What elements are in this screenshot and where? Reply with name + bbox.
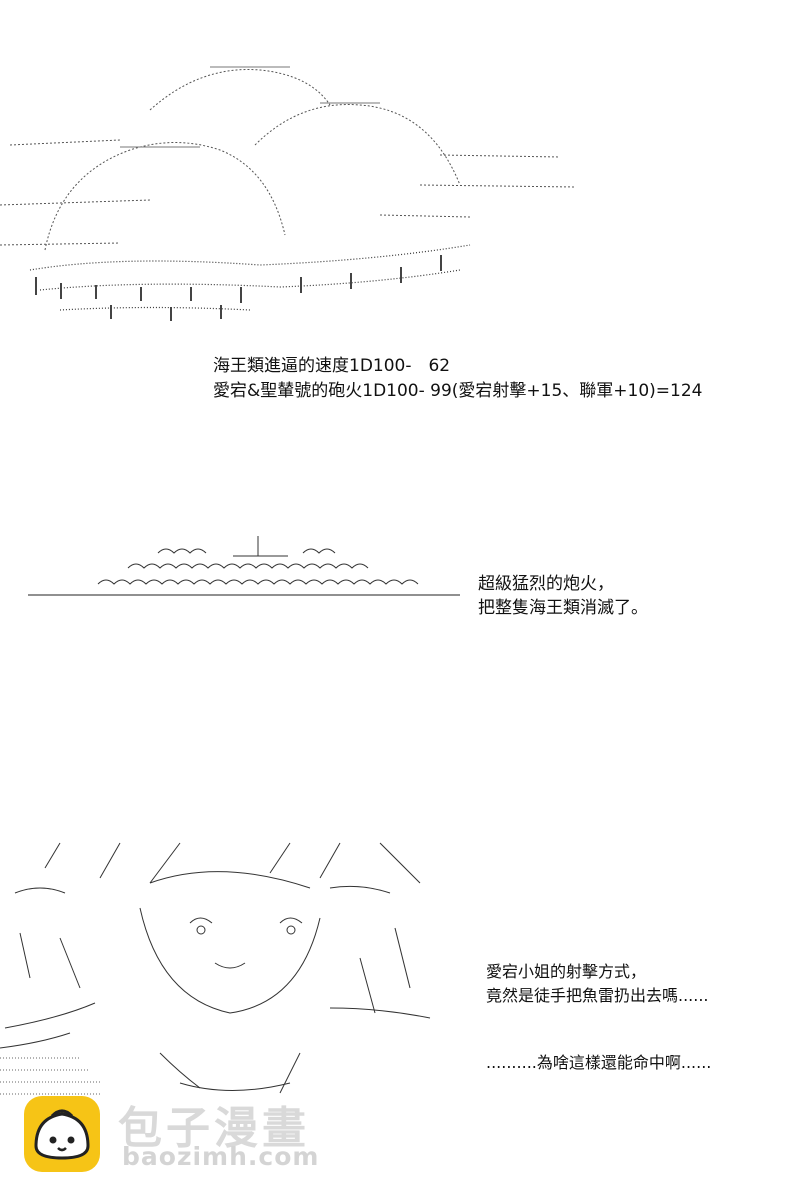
watermark-url: baozimh.com [122, 1142, 320, 1171]
narration-line: 把整隻海王類消滅了。 [478, 598, 648, 618]
narration-annihilation: 超級猛烈的炮火， 把整隻海王類消滅了。 [478, 572, 648, 620]
narration-line: 竟然是徒手把魚雷扔出去嗎...... [486, 986, 709, 1005]
watermark-site-name: 包子漫畫 [118, 1103, 310, 1154]
narration-line: ..........為啥這樣還能命中啊...... [486, 1053, 712, 1072]
approach-speed-roll: 海王類進逼的速度1D100- 62 [213, 356, 451, 376]
narration-line: 超級猛烈的炮火， [478, 574, 614, 594]
firepower-roll: 愛宕&聖輦號的砲火1D100- 99(愛宕射擊+15、聯軍+10)=124 [213, 381, 703, 401]
atago-character-art [0, 842, 431, 1095]
site-watermark: 包子漫畫 baozimh.com [22, 1090, 322, 1180]
dice-results: 海王類進逼的速度1D100- 62 愛宕&聖輦號的砲火1D100- 99(愛宕射… [213, 354, 703, 404]
baozi-mascot-icon [24, 1096, 100, 1172]
narration-shooting-method: 愛宕小姐的射擊方式， 竟然是徒手把魚雷扔出去嗎...... [486, 960, 709, 1008]
narration-hit-question: ..........為啥這樣還能命中啊...... [486, 1051, 711, 1075]
explosion-clouds-art [0, 66, 576, 321]
narration-line: 愛宕小姐的射擊方式， [486, 962, 647, 981]
sea-explosion-art [28, 536, 460, 596]
